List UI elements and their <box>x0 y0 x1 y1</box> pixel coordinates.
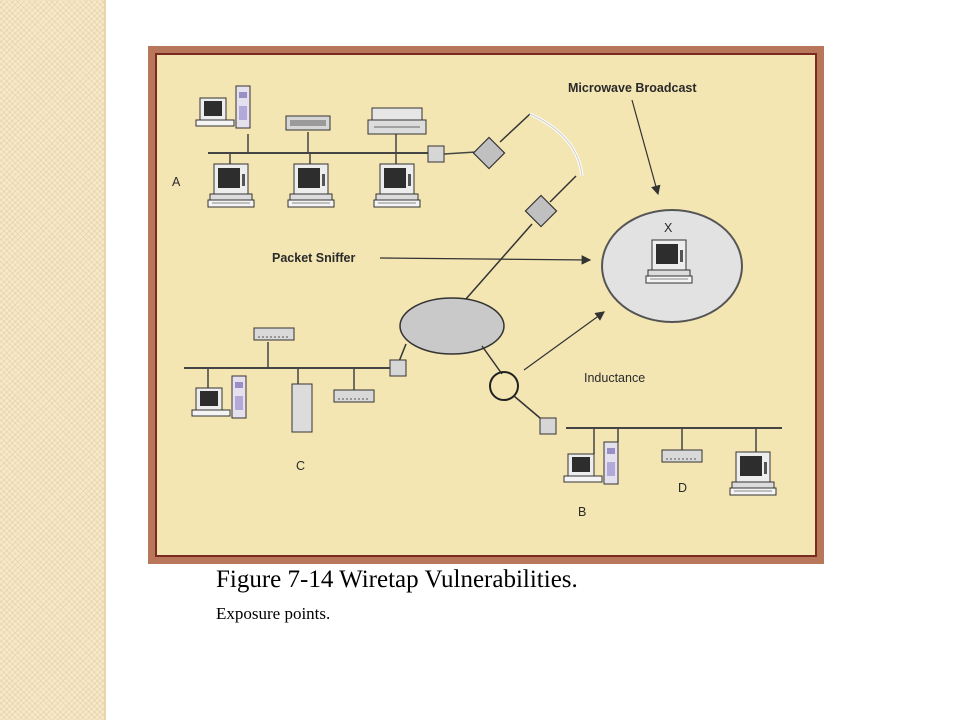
network-c-bridge <box>389 359 407 377</box>
network-diagram: A C Inductance <box>155 53 817 557</box>
network-d-computer <box>729 451 777 496</box>
network-c-hub-top <box>253 327 295 341</box>
decorative-side-strip <box>0 0 106 720</box>
eavesdropper-label: X <box>664 221 673 235</box>
microwave-broadcast-label: Microwave Broadcast <box>568 81 697 95</box>
inductance-tap <box>489 371 519 401</box>
network-diagram-figure: A C Inductance <box>148 46 824 564</box>
eavesdropper-computer <box>645 239 693 284</box>
network-a-hub <box>285 115 331 131</box>
packet-sniffer-label: Packet Sniffer <box>272 251 356 265</box>
microwave-antenna-b <box>524 194 558 228</box>
inductance-arrow <box>523 311 605 371</box>
figure-caption-subtitle: Exposure points. <box>216 604 331 623</box>
network-cloud <box>399 297 505 355</box>
network-a-computer-3 <box>373 163 421 208</box>
network-b-label: B <box>578 505 586 519</box>
figure-caption-title: Figure 7-14 Wiretap Vulnerabilities. <box>216 566 578 593</box>
microwave-arrow <box>631 99 661 196</box>
network-d-hub <box>661 449 703 463</box>
network-c-label: C <box>296 459 305 473</box>
microwave-antenna-a <box>472 136 506 170</box>
network-d-label: D <box>678 481 687 495</box>
network-b-bridge <box>539 417 557 435</box>
network-a-label: A <box>172 175 181 189</box>
network-a-computer-2 <box>287 163 335 208</box>
network-c-server <box>291 383 313 433</box>
network-c-hub <box>333 389 375 403</box>
inductance-label: Inductance <box>584 371 645 385</box>
network-a-bridge <box>427 145 445 163</box>
network-a-computer-1 <box>207 163 255 208</box>
packet-sniffer-arrow <box>379 255 592 265</box>
network-a-printer <box>367 107 427 135</box>
